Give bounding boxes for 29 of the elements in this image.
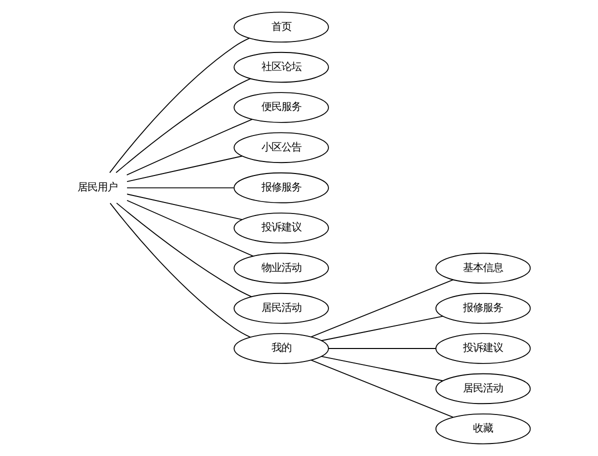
node-ellipse: 我的 bbox=[233, 333, 328, 364]
node-ellipse: 基本信息 bbox=[434, 252, 530, 284]
node-ellipse: 投诉建议 bbox=[233, 212, 328, 244]
node-ellipse: 小区公告 bbox=[233, 132, 328, 164]
node-ellipse: 物业活动 bbox=[233, 252, 328, 284]
connector bbox=[126, 156, 242, 182]
node-ellipse: 居民活动 bbox=[434, 373, 530, 404]
connector bbox=[126, 187, 234, 188]
connector bbox=[126, 194, 242, 220]
node-text: 居民用户 bbox=[77, 181, 118, 194]
connector bbox=[126, 118, 252, 176]
connector bbox=[310, 279, 454, 338]
node-ellipse: 投诉建议 bbox=[434, 333, 530, 364]
connector bbox=[320, 356, 443, 382]
node-ellipse: 居民活动 bbox=[233, 292, 328, 324]
node-ellipse: 首页 bbox=[233, 12, 328, 43]
node-ellipse: 便民服务 bbox=[233, 92, 328, 123]
connector bbox=[116, 202, 252, 298]
node-ellipse: 社区论坛 bbox=[233, 52, 328, 83]
connector bbox=[108, 38, 250, 174]
node-ellipse: 报修服务 bbox=[233, 172, 328, 204]
connector bbox=[126, 200, 254, 257]
node-ellipse: 报修服务 bbox=[434, 292, 530, 324]
connector bbox=[320, 316, 443, 342]
node-ellipse: 收藏 bbox=[434, 413, 530, 444]
connector bbox=[310, 360, 454, 418]
connector bbox=[109, 202, 250, 338]
connector bbox=[115, 78, 250, 174]
connector bbox=[328, 348, 436, 349]
